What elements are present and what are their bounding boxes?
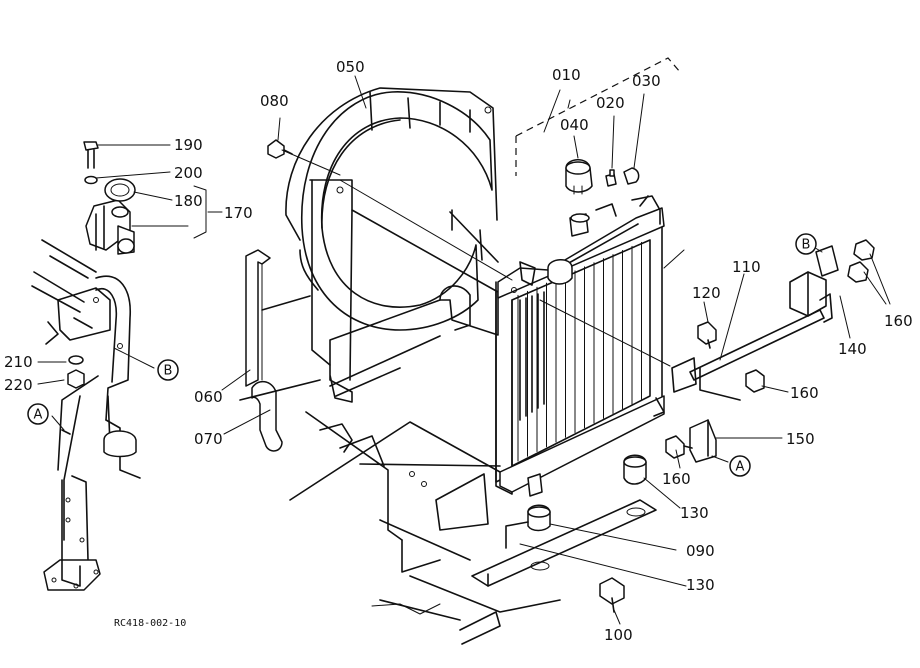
callout-020: 020 <box>596 94 625 112</box>
callout-110: 110 <box>732 258 761 276</box>
callout-100: 100 <box>604 626 633 644</box>
callout-070: 070 <box>194 430 223 448</box>
bolt-160-lower <box>665 435 693 459</box>
callout-010: 010 <box>552 66 581 84</box>
callout-140: 140 <box>838 340 867 358</box>
callout-060: 060 <box>194 388 223 406</box>
bolt-100 <box>599 577 625 613</box>
stay-bracket-150 <box>689 419 717 463</box>
stay-bracket-140 <box>789 245 839 317</box>
rubber-mount-lower <box>527 504 551 532</box>
radiator-cap <box>565 159 593 195</box>
bolt-080 <box>267 139 293 159</box>
bolt-120 <box>697 321 717 349</box>
marker-b-left: B <box>164 364 173 379</box>
callout-160-right: 160 <box>790 384 819 402</box>
washer-200 <box>84 175 98 185</box>
leader-lines <box>37 75 891 625</box>
callout-labels: 010 020 030 040 050 060 070 080 090 100 … <box>4 58 913 644</box>
mount-bracket-left <box>671 357 697 393</box>
bolt-190 <box>83 141 99 169</box>
upper-hose <box>245 249 271 387</box>
callout-210: 210 <box>4 353 33 371</box>
callout-150: 150 <box>786 430 815 448</box>
radiator-assembly-bracket <box>515 57 681 176</box>
radiator <box>495 195 665 497</box>
bolt-160-right <box>745 369 765 393</box>
callout-030: 030 <box>632 72 661 90</box>
nut-220 <box>67 369 85 389</box>
stud-a <box>61 429 71 435</box>
washer-210 <box>68 355 84 365</box>
reference-markers: B A B A <box>27 233 817 477</box>
marker-a-right: A <box>736 460 745 475</box>
callout-130-upper: 130 <box>680 504 709 522</box>
callout-090: 090 <box>686 542 715 560</box>
callout-120: 120 <box>692 284 721 302</box>
callout-220: 220 <box>4 376 33 394</box>
callout-160-top: 160 <box>884 312 913 330</box>
callout-200: 200 <box>174 164 203 182</box>
callout-160-lower: 160 <box>662 470 691 488</box>
radiator-stay <box>689 293 833 401</box>
drain-plug <box>605 169 617 187</box>
thermostat-housing <box>85 199 135 255</box>
overflow-cap <box>623 167 640 185</box>
fan-shroud <box>285 87 499 403</box>
engine-mount-bracket <box>31 239 141 591</box>
callout-190: 190 <box>174 136 203 154</box>
chassis-frame <box>239 295 561 645</box>
base-plate <box>471 499 657 587</box>
marker-a-left: A <box>34 408 43 423</box>
marker-b-right: B <box>802 238 811 253</box>
callout-080: 080 <box>260 92 289 110</box>
callout-050: 050 <box>336 58 365 76</box>
callout-130-lower: 130 <box>686 576 715 594</box>
bolt-160-top <box>847 239 875 283</box>
callout-170: 170 <box>224 204 253 222</box>
drawing-reference-code: RC418-002-10 <box>114 618 186 629</box>
lower-hose <box>251 380 283 452</box>
thermostat-cap <box>104 178 136 218</box>
callout-180: 180 <box>174 192 203 210</box>
rubber-mount-upper <box>623 454 647 485</box>
callout-040: 040 <box>560 116 589 134</box>
